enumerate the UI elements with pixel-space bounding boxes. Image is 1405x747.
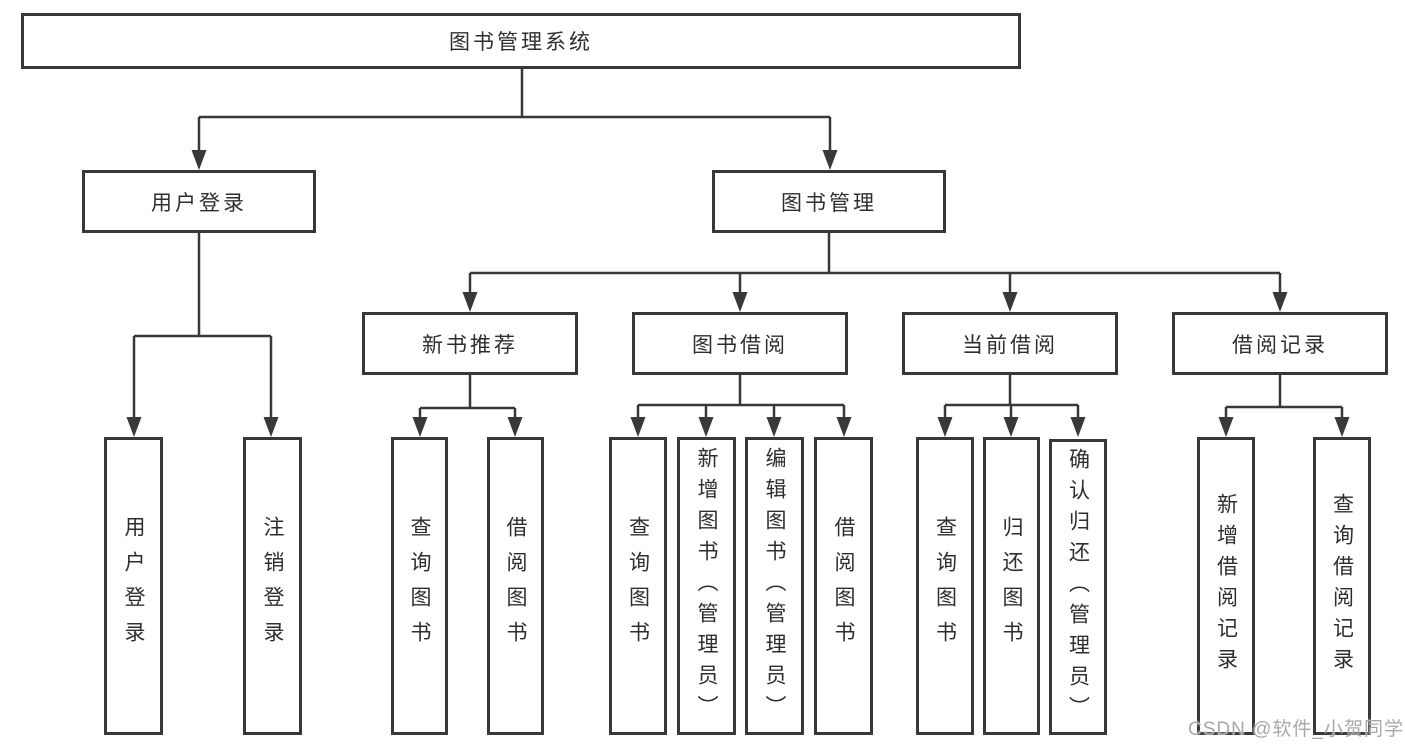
leaf-query-book-recommend-label: 查询图书 — [408, 516, 431, 656]
node-book-management-label: 图书管理 — [781, 191, 877, 215]
leaf-borrow-book-recommend: 借阅图书 — [487, 437, 544, 735]
node-user-login: 用户登录 — [82, 170, 316, 233]
node-book-borrow: 图书借阅 — [632, 312, 848, 375]
node-root: 图书管理系统 — [21, 13, 1021, 69]
node-current-borrow: 当前借阅 — [902, 312, 1118, 375]
leaf-return-book-label: 归还图书 — [1000, 516, 1023, 656]
leaf-logout: 注销登录 — [243, 437, 302, 735]
leaf-query-book-borrow-label: 查询图书 — [626, 516, 650, 656]
leaf-add-borrow-record: 新增借阅记录 — [1197, 437, 1255, 735]
leaf-query-book-borrow: 查询图书 — [609, 437, 667, 735]
node-book-borrow-label: 图书借阅 — [692, 333, 788, 357]
arrowheads — [126, 150, 1350, 437]
leaf-query-book-recommend: 查询图书 — [391, 437, 448, 735]
leaf-query-book-current: 查询图书 — [916, 437, 974, 735]
leaf-query-borrow-record-label: 查询借阅记录 — [1330, 493, 1354, 679]
leaf-confirm-return-admin-label: 确认归还（管理员） — [1066, 447, 1090, 727]
node-root-label: 图书管理系统 — [449, 31, 593, 54]
leaf-add-borrow-record-label: 新增借阅记录 — [1214, 493, 1238, 679]
leaf-add-book-admin: 新增图书（管理员） — [677, 437, 736, 735]
node-user-login-label: 用户登录 — [151, 191, 247, 215]
leaf-add-book-admin-label: 新增图书（管理员） — [695, 446, 718, 726]
leaf-query-borrow-record: 查询借阅记录 — [1313, 437, 1371, 735]
leaf-query-book-current-label: 查询图书 — [933, 516, 957, 656]
leaf-edit-book-admin-label: 编辑图书（管理员） — [763, 446, 786, 726]
node-new-book-recommend-label: 新书推荐 — [422, 333, 518, 357]
leaf-edit-book-admin: 编辑图书（管理员） — [745, 437, 804, 735]
leaf-return-book: 归还图书 — [983, 437, 1040, 735]
node-borrow-records-label: 借阅记录 — [1232, 333, 1328, 357]
node-current-borrow-label: 当前借阅 — [962, 333, 1058, 357]
watermark-csdn: CSDN @软件_小贺同学 — [1188, 719, 1404, 740]
node-new-book-recommend: 新书推荐 — [362, 312, 578, 375]
leaf-user-login-label: 用户登录 — [122, 516, 145, 656]
leaf-borrow-book: 借阅图书 — [814, 437, 873, 735]
node-book-management: 图书管理 — [712, 170, 946, 233]
leaf-confirm-return-admin: 确认归还（管理员） — [1049, 439, 1107, 735]
leaf-logout-label: 注销登录 — [261, 516, 284, 656]
leaf-user-login: 用户登录 — [104, 437, 163, 735]
leaf-borrow-book-label: 借阅图书 — [832, 516, 855, 656]
node-borrow-records: 借阅记录 — [1172, 312, 1388, 375]
leaf-borrow-book-recommend-label: 借阅图书 — [504, 516, 527, 656]
